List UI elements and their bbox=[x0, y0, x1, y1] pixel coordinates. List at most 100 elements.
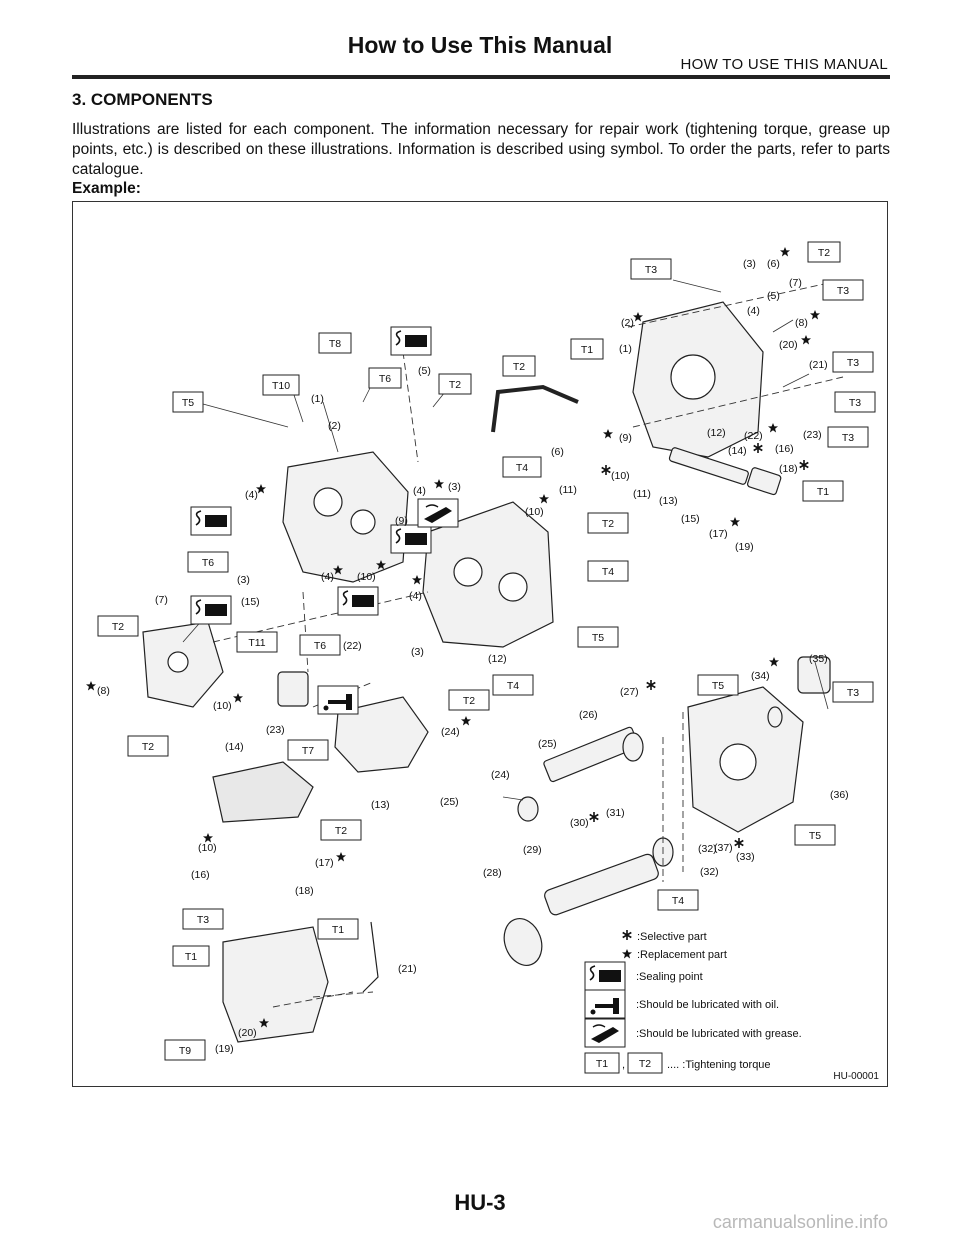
svg-text:(4): (4) bbox=[409, 590, 422, 602]
svg-text:(34): (34) bbox=[751, 670, 770, 682]
assembly-lines bbox=[212, 281, 844, 1008]
svg-text:T2: T2 bbox=[463, 695, 475, 707]
svg-text:(4): (4) bbox=[321, 571, 334, 583]
legend-torque: .... :Tightening torque bbox=[667, 1059, 771, 1071]
svg-text:(23): (23) bbox=[266, 724, 285, 736]
svg-text:T4: T4 bbox=[516, 462, 528, 474]
page-number: HU-3 bbox=[454, 1190, 506, 1215]
svg-text:(21): (21) bbox=[809, 359, 828, 371]
header-rule bbox=[72, 75, 890, 79]
svg-text:(19): (19) bbox=[735, 541, 754, 553]
svg-text:(10): (10) bbox=[213, 700, 232, 712]
svg-text:(21): (21) bbox=[398, 963, 417, 975]
torque-box-t3e: T3 bbox=[827, 426, 869, 448]
svg-text:(13): (13) bbox=[659, 495, 678, 507]
svg-text:T2: T2 bbox=[449, 379, 461, 391]
svg-text:T1: T1 bbox=[581, 344, 593, 356]
torque-box-t2b: T2 bbox=[502, 355, 536, 377]
svg-text:(10): (10) bbox=[198, 842, 217, 854]
svg-text:(18): (18) bbox=[779, 463, 798, 475]
svg-text:T5: T5 bbox=[592, 632, 604, 644]
svg-text:T10: T10 bbox=[272, 380, 290, 392]
legend-torque-b: T2 bbox=[627, 1052, 663, 1074]
svg-text:(32): (32) bbox=[700, 866, 719, 878]
legend-torque-a: T1 bbox=[584, 1052, 620, 1074]
svg-text:(9): (9) bbox=[395, 515, 408, 527]
svg-text:(1): (1) bbox=[619, 343, 632, 355]
legend-oil: :Should be lubricated with oil. bbox=[636, 999, 779, 1011]
torque-box-t3b: T3 bbox=[822, 279, 864, 301]
torque-box-t2h: T2 bbox=[320, 819, 362, 841]
torque-box-t1b: T1 bbox=[802, 480, 844, 502]
svg-text:(20): (20) bbox=[779, 339, 798, 351]
section-header: HOW TO USE THIS MANUAL bbox=[680, 56, 888, 73]
torque-box-t4a: T4 bbox=[502, 456, 542, 478]
svg-text:(36): (36) bbox=[830, 789, 849, 801]
torque-box-t5a: T5 bbox=[172, 391, 204, 413]
svg-text:T5: T5 bbox=[809, 830, 821, 842]
svg-text:(6): (6) bbox=[551, 446, 564, 458]
svg-text:T3: T3 bbox=[837, 285, 849, 297]
watermark: carmanualsonline.info bbox=[712, 1212, 888, 1232]
svg-text:(7): (7) bbox=[789, 277, 802, 289]
svg-text:(16): (16) bbox=[191, 869, 210, 881]
svg-text:T2: T2 bbox=[818, 247, 830, 259]
svg-text:(11): (11) bbox=[633, 488, 651, 500]
torque-box-t11: T11 bbox=[236, 631, 278, 653]
part-shapes bbox=[142, 301, 831, 1043]
svg-text:(37): (37) bbox=[714, 842, 733, 854]
torque-box-t6b: T6 bbox=[187, 551, 229, 573]
svg-text:(10): (10) bbox=[525, 506, 544, 518]
svg-text:T1: T1 bbox=[596, 1058, 608, 1070]
svg-text:T1: T1 bbox=[332, 924, 344, 936]
svg-text:,: , bbox=[622, 1059, 625, 1071]
svg-text:T4: T4 bbox=[602, 566, 614, 578]
svg-text:T2: T2 bbox=[142, 741, 154, 753]
svg-text:(14): (14) bbox=[728, 445, 747, 457]
legend: :Selective part :Replacement part :Seali… bbox=[584, 929, 802, 1074]
svg-text:(24): (24) bbox=[441, 726, 460, 738]
page-title: How to Use This Manual bbox=[347, 32, 613, 58]
torque-box-t3f: T3 bbox=[832, 681, 874, 703]
svg-text:(15): (15) bbox=[241, 596, 260, 608]
svg-text:T7: T7 bbox=[302, 745, 314, 757]
svg-text:(11): (11) bbox=[559, 484, 577, 496]
svg-text:T6: T6 bbox=[314, 640, 326, 652]
torque-box-t2a: T2 bbox=[438, 373, 472, 395]
svg-text:(5): (5) bbox=[418, 365, 431, 377]
svg-text:(33): (33) bbox=[736, 851, 755, 863]
svg-text:T3: T3 bbox=[645, 264, 657, 276]
legend-sealing-icon bbox=[584, 961, 626, 991]
torque-box-t9: T9 bbox=[164, 1039, 206, 1061]
svg-text:(25): (25) bbox=[538, 738, 557, 750]
torque-box-t3c: T3 bbox=[832, 351, 874, 373]
svg-text:(17): (17) bbox=[709, 528, 728, 540]
torque-box-t2g: T2 bbox=[127, 735, 169, 757]
svg-text:T3: T3 bbox=[197, 914, 209, 926]
svg-text:T11: T11 bbox=[248, 637, 265, 649]
torque-box-t2f: T2 bbox=[448, 689, 490, 711]
svg-text:T2: T2 bbox=[335, 825, 347, 837]
svg-text:(12): (12) bbox=[707, 427, 726, 439]
svg-text:(19): (19) bbox=[215, 1043, 234, 1055]
svg-text:T1: T1 bbox=[817, 486, 829, 498]
legend-grease-icon bbox=[584, 1018, 626, 1048]
svg-text:T2: T2 bbox=[639, 1058, 651, 1070]
svg-text:(32): (32) bbox=[698, 843, 717, 855]
svg-text:(28): (28) bbox=[483, 867, 502, 879]
torque-box-t3a: T3 bbox=[630, 258, 672, 280]
torque-box-t1d: T1 bbox=[172, 945, 210, 967]
svg-text:(1): (1) bbox=[311, 393, 324, 405]
svg-text:(25): (25) bbox=[440, 796, 459, 808]
svg-text:(29): (29) bbox=[523, 844, 542, 856]
svg-text:(22): (22) bbox=[744, 430, 763, 442]
svg-text:(3): (3) bbox=[411, 646, 424, 658]
svg-text:(7): (7) bbox=[155, 594, 168, 606]
torque-box-t8: T8 bbox=[318, 332, 352, 354]
svg-text:(3): (3) bbox=[237, 574, 250, 586]
torque-box-t2e: T2 bbox=[97, 615, 139, 637]
oil-icon bbox=[317, 685, 359, 715]
svg-text:(10): (10) bbox=[357, 571, 376, 583]
svg-text:(12): (12) bbox=[488, 653, 507, 665]
torque-box-t4c: T4 bbox=[492, 674, 534, 696]
